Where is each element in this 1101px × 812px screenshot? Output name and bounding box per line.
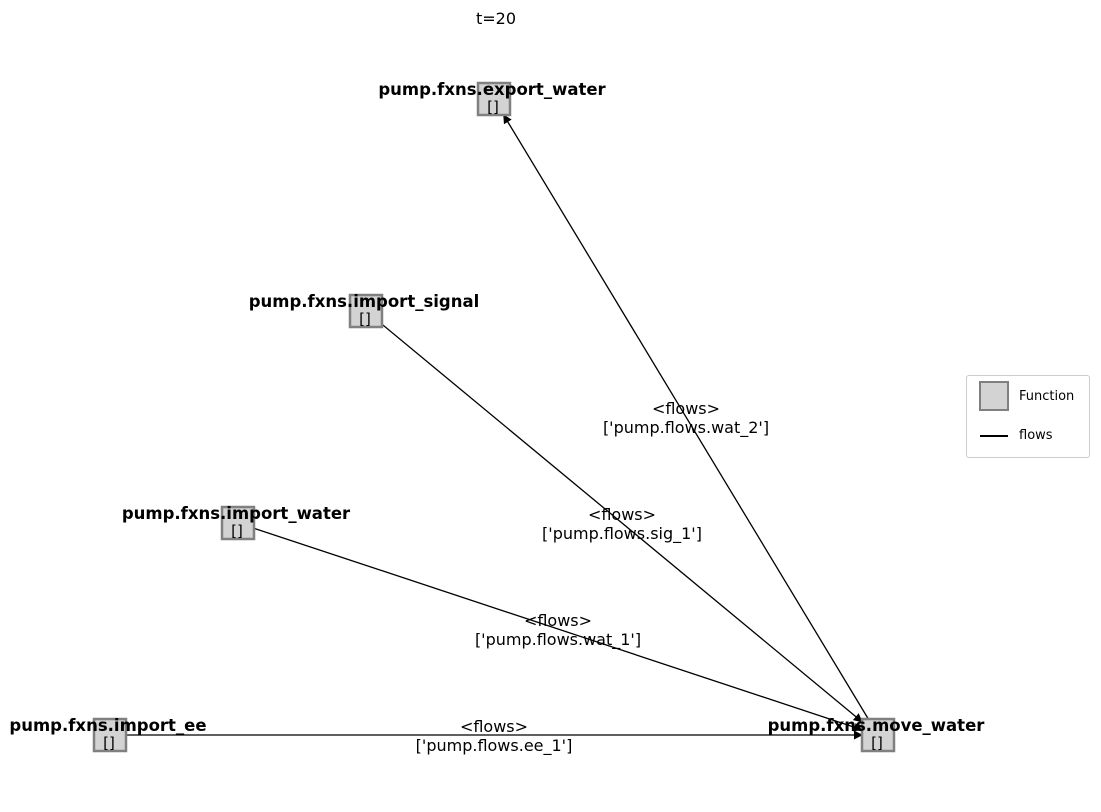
node-move_water[interactable]: pump.fxns.move_water[] <box>768 716 986 753</box>
node-state-label: [] <box>359 310 371 328</box>
node-box[interactable] <box>476 81 512 117</box>
edge-type-label: <flows> <box>460 717 528 736</box>
legend-label-function: Function <box>1019 388 1075 404</box>
node-name-label: pump.fxns.move_water <box>768 716 986 735</box>
legend-item-flows: flows <box>967 428 1053 443</box>
edge-label-import_signal-to-move_water: <flows>['pump.flows.sig_1'] <box>542 505 702 544</box>
node-state-label: [] <box>231 522 243 540</box>
edge-type-label: <flows> <box>524 611 592 630</box>
node-name-label: pump.fxns.export_water <box>378 80 606 99</box>
node-import_ee[interactable]: pump.fxns.import_ee[] <box>9 716 207 753</box>
node-box[interactable] <box>220 505 256 541</box>
node-box[interactable] <box>92 717 128 753</box>
edge-move_water-to-export_water <box>503 114 879 736</box>
node-state-label: [] <box>103 734 115 752</box>
node-name-label: pump.fxns.import_water <box>122 504 351 523</box>
edge-label-move_water-to-export_water: <flows>['pump.flows.wat_2'] <box>603 399 769 438</box>
flows-line-icon <box>980 434 1008 437</box>
legend: Function flows <box>966 375 1090 458</box>
edge-flows-label: ['pump.flows.wat_2'] <box>603 418 769 438</box>
legend-item-function: Function <box>967 381 1074 411</box>
edge-type-label: <flows> <box>588 505 656 524</box>
edge-flows-label: ['pump.flows.ee_1'] <box>416 736 573 756</box>
edges-layer <box>110 114 879 740</box>
node-import_water[interactable]: pump.fxns.import_water[] <box>122 504 351 541</box>
edge-import_signal-to-move_water <box>365 310 863 723</box>
edge-labels-layer: <flows>['pump.flows.wat_2']<flows>['pump… <box>416 399 769 756</box>
edge-type-label: <flows> <box>652 399 720 418</box>
nodes-layer: pump.fxns.export_water[]pump.fxns.import… <box>9 80 986 753</box>
edge-label-import_ee-to-move_water: <flows>['pump.flows.ee_1'] <box>416 717 573 756</box>
function-square-icon <box>979 381 1009 411</box>
edge-label-import_water-to-move_water: <flows>['pump.flows.wat_1'] <box>475 611 641 650</box>
node-state-label: [] <box>487 98 499 116</box>
node-box[interactable] <box>348 293 384 329</box>
diagram-title: t=20 <box>476 9 516 28</box>
edge-flows-label: ['pump.flows.sig_1'] <box>542 524 702 544</box>
node-state-label: [] <box>871 734 883 752</box>
legend-label-flows: flows <box>1019 428 1053 443</box>
edge-import_water-to-move_water <box>237 522 863 732</box>
edge-flows-label: ['pump.flows.wat_1'] <box>475 630 641 650</box>
node-box[interactable] <box>860 717 896 753</box>
node-import_signal[interactable]: pump.fxns.import_signal[] <box>249 292 480 329</box>
node-name-label: pump.fxns.import_ee <box>9 716 206 735</box>
node-name-label: pump.fxns.import_signal <box>249 292 480 311</box>
node-export_water[interactable]: pump.fxns.export_water[] <box>378 80 607 117</box>
